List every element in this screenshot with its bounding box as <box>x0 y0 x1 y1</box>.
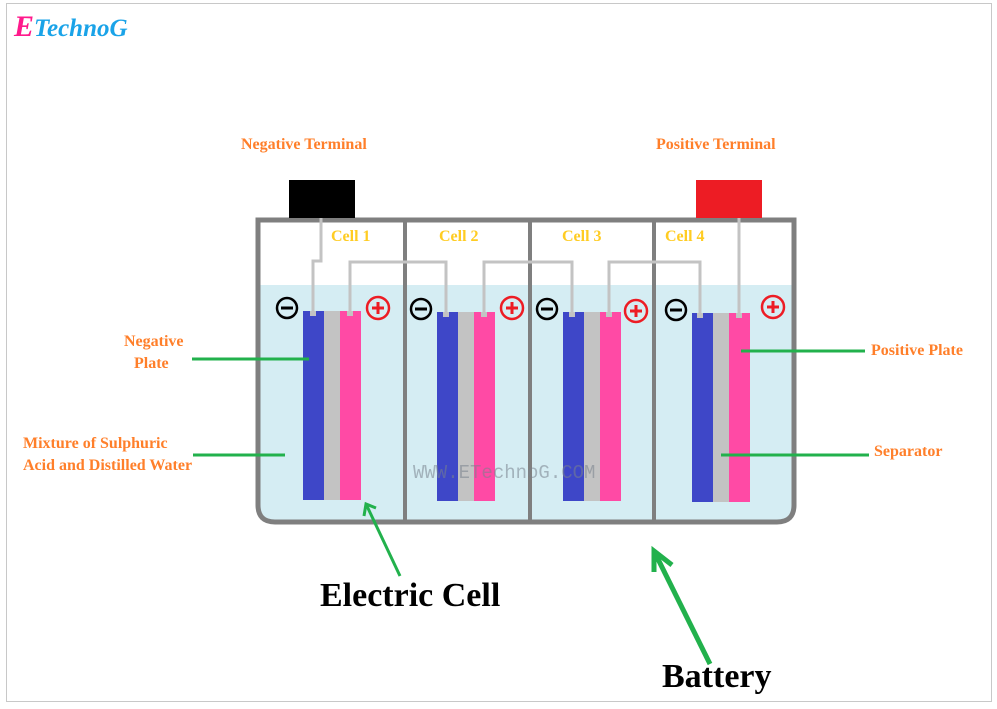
plus-icon <box>760 294 786 320</box>
positive-plate <box>474 312 495 501</box>
minus-icon <box>409 297 433 321</box>
battery-label: Battery <box>662 658 772 695</box>
minus-icon <box>535 297 559 321</box>
negative-plate <box>303 311 324 500</box>
positive-plate <box>600 312 621 501</box>
separator-plate <box>324 311 340 500</box>
negative-plate <box>692 313 713 502</box>
cell-4-label: Cell 4 <box>665 228 705 245</box>
logo-text: TechnoG <box>34 15 128 42</box>
plus-icon <box>365 295 391 321</box>
separator-plate <box>584 312 600 501</box>
positive-plate <box>729 313 750 502</box>
separator-plate <box>713 313 729 502</box>
separator-label: Separator <box>874 443 943 460</box>
electric-cell-label: Electric Cell <box>320 577 501 614</box>
plus-icon <box>499 295 525 321</box>
negative-plate-label-line1: Negative <box>124 333 184 350</box>
negative-terminal-label: Negative Terminal <box>241 136 367 153</box>
electrolyte <box>258 285 794 522</box>
negative-plate <box>437 312 458 501</box>
negative-plate <box>563 312 584 501</box>
terminal-wire-negative <box>311 218 323 313</box>
negative-terminal <box>289 180 355 218</box>
plus-icon <box>623 298 649 324</box>
mixture-label-line1: Mixture of Sulphuric <box>23 435 168 452</box>
diagram-frame <box>6 3 992 702</box>
watermark: WWW.ETechnoG.COM <box>413 462 596 484</box>
minus-icon <box>275 296 299 320</box>
cell-3-label: Cell 3 <box>562 228 602 245</box>
logo-initial: E <box>14 10 35 43</box>
etechnog-logo: ETechnoG <box>14 10 128 44</box>
cell-3-plates <box>563 312 621 501</box>
inter-cell-wire <box>482 260 574 313</box>
separator-plate <box>458 312 474 501</box>
minus-icon <box>664 298 688 322</box>
negative-plate-label-line2: Plate <box>134 355 169 372</box>
inter-cell-wire <box>348 260 448 313</box>
positive-plate-label: Positive Plate <box>871 342 963 359</box>
mixture-label-line2: Acid and Distilled Water <box>23 457 193 474</box>
positive-terminal <box>696 180 762 218</box>
cell-2-plates <box>437 312 495 501</box>
battery-arrow <box>651 545 713 666</box>
positive-plate <box>340 311 361 500</box>
positive-terminal-label: Positive Terminal <box>656 136 776 153</box>
cell-4-plates <box>692 313 750 502</box>
battery-case <box>255 217 797 525</box>
electric-cell-arrow <box>362 501 402 577</box>
cell-2-label: Cell 2 <box>439 228 479 245</box>
cell-1-plates <box>303 311 361 500</box>
cell-1-label: Cell 1 <box>331 228 371 245</box>
inter-cell-wire <box>607 260 702 313</box>
